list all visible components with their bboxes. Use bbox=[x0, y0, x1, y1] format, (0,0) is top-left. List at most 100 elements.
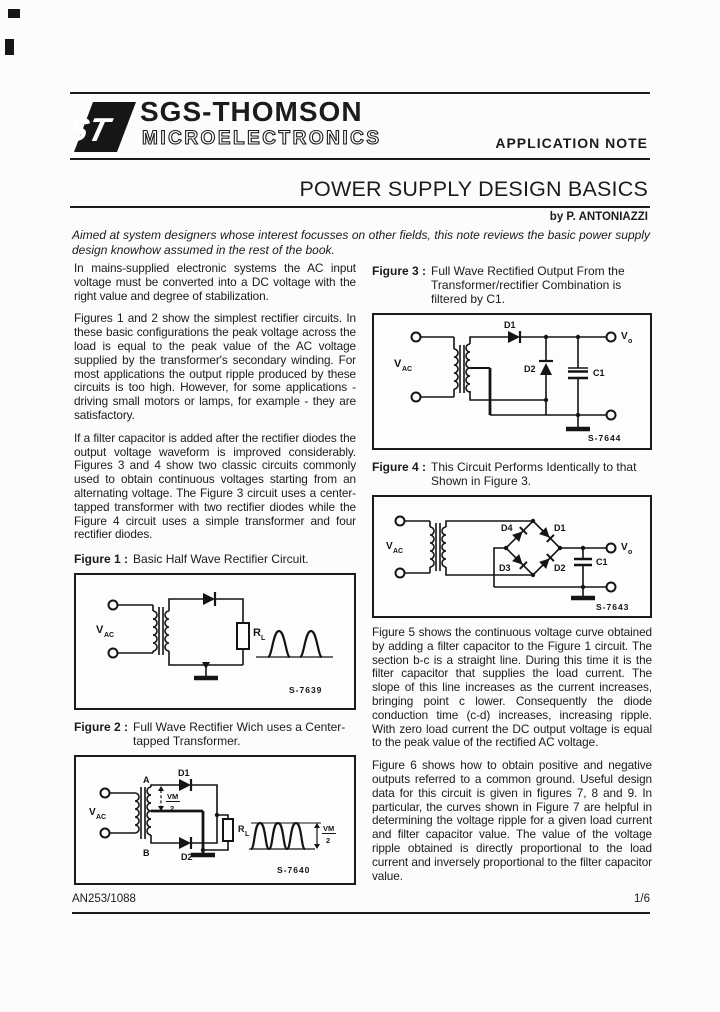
vac-sub-label: AC bbox=[104, 632, 114, 639]
figure-ref-label: S-7639 bbox=[289, 685, 322, 695]
title-rule bbox=[70, 206, 650, 208]
transformer-secondary-coil bbox=[164, 610, 170, 652]
arrowhead bbox=[158, 806, 164, 812]
arrowhead bbox=[158, 786, 164, 792]
junction-dot bbox=[543, 334, 549, 340]
node-a-label: A bbox=[143, 775, 150, 785]
paragraph: Figure 6 shows how to obtain positive an… bbox=[372, 758, 652, 883]
figure3-circuit-diagram: V AC D1 D2 C1 V o S-7644 bbox=[394, 320, 632, 443]
junction-dot bbox=[543, 397, 549, 403]
transformer-primary-coil bbox=[134, 792, 140, 834]
figure-ref-label: S-7644 bbox=[588, 433, 621, 443]
application-note-label: APPLICATION NOTE bbox=[495, 135, 648, 151]
doc-number: AN253/1088 bbox=[72, 893, 136, 905]
paragraph: If a filter capacitor is added after the… bbox=[74, 430, 356, 542]
vac-label: V bbox=[96, 624, 104, 636]
vac-sub-label: AC bbox=[402, 366, 412, 373]
arrowhead bbox=[314, 844, 320, 850]
figure-ref-label: S-7643 bbox=[596, 602, 629, 612]
node-b-label: B bbox=[143, 848, 150, 858]
brand-name: SGS-THOMSON bbox=[140, 96, 363, 127]
terminal-icon bbox=[605, 331, 617, 343]
junction-dot bbox=[557, 545, 563, 551]
byline: by P. ANTONIAZZI bbox=[549, 211, 648, 223]
transformer-secondary-coil bbox=[146, 786, 152, 836]
terminal-icon bbox=[99, 827, 111, 839]
resistor-icon bbox=[222, 818, 234, 843]
figure3-caption-label: Figure 3 : bbox=[372, 264, 427, 278]
vac-label: V bbox=[89, 807, 96, 818]
figure1-caption-text: Basic Half Wave Rectifier Circuit. bbox=[133, 552, 309, 567]
figure3-box: V AC D1 D2 C1 V o S-7644 bbox=[372, 313, 652, 450]
rl-label: R bbox=[238, 824, 245, 834]
left-column: In mains-supplied electronic systems the… bbox=[74, 261, 356, 887]
figure2-circuit-diagram: V AC A B D1 D2 VM 2 R L VM 2 S-7640 bbox=[89, 768, 336, 875]
vac-label: V bbox=[394, 358, 402, 370]
waveform-halfwave bbox=[266, 630, 324, 659]
terminal-icon bbox=[107, 599, 119, 611]
diode-icon bbox=[179, 837, 191, 850]
paragraph: In mains-supplied electronic systems the… bbox=[74, 261, 356, 303]
terminal-icon bbox=[394, 515, 406, 527]
transformer-core bbox=[140, 787, 146, 840]
vo-label: V bbox=[621, 542, 628, 553]
figure1-circuit-diagram: V AC R L S-7639 bbox=[96, 592, 333, 695]
scan-artifact-mark bbox=[5, 39, 14, 55]
d2-label: D2 bbox=[554, 563, 566, 573]
diode-icon bbox=[203, 593, 215, 606]
figure2-caption-text: Full Wave Rectifier Wich uses a Center-t… bbox=[133, 720, 346, 749]
vo-sub-label: o bbox=[628, 338, 632, 345]
terminal-icon bbox=[605, 542, 617, 554]
c1-label: C1 bbox=[593, 368, 605, 378]
right-column: Figure 3 : Full Wave Rectified Output Fr… bbox=[372, 262, 652, 892]
st-logo-icon: ST bbox=[74, 102, 136, 152]
d3-label: D3 bbox=[499, 563, 511, 573]
transformer-core bbox=[459, 345, 465, 393]
vac-label: V bbox=[386, 541, 393, 552]
diode-icon bbox=[512, 531, 523, 542]
diode-icon bbox=[540, 363, 552, 375]
transformer-primary-coil bbox=[453, 348, 459, 390]
figure4-caption-text: This Circuit Performs Identically to tha… bbox=[431, 460, 637, 488]
terminal-icon bbox=[410, 391, 422, 403]
arrowhead bbox=[314, 823, 320, 829]
junction-arrow bbox=[202, 662, 210, 670]
junction-dot bbox=[580, 545, 586, 551]
junction-dot bbox=[575, 334, 581, 340]
rl-sub-label: L bbox=[261, 635, 266, 642]
vac-sub-label: AC bbox=[96, 814, 106, 821]
figure3-caption: Figure 3 : Full Wave Rectified Output Fr… bbox=[372, 264, 652, 306]
vm-den-label: 2 bbox=[170, 804, 174, 813]
vac-sub-label: AC bbox=[393, 548, 403, 555]
d1-label: D1 bbox=[178, 768, 190, 778]
junction-dot bbox=[575, 412, 581, 418]
figure2-caption-label: Figure 2 : bbox=[74, 720, 129, 735]
resistor-icon bbox=[236, 622, 250, 651]
transformer-core bbox=[435, 523, 441, 571]
diode-icon bbox=[508, 331, 520, 343]
terminal-icon bbox=[605, 409, 617, 421]
c1-label: C1 bbox=[596, 557, 608, 567]
header-rule-top bbox=[70, 92, 650, 94]
d2-label: D2 bbox=[524, 364, 536, 374]
vo-label: V bbox=[621, 331, 628, 342]
header-rule-bottom bbox=[70, 158, 650, 160]
junction-dot bbox=[530, 518, 536, 524]
d2-label: D2 bbox=[181, 852, 193, 862]
diode-icon bbox=[512, 554, 523, 565]
page-title: POWER SUPPLY DESIGN BASICS bbox=[299, 177, 648, 201]
diode-icon bbox=[539, 527, 550, 538]
junction-dot bbox=[580, 584, 586, 590]
d4-label: D4 bbox=[501, 523, 513, 533]
terminal-icon bbox=[394, 567, 406, 579]
paragraph: Figures 1 and 2 show the simplest rectif… bbox=[74, 311, 356, 422]
bridge-diamond bbox=[504, 519, 562, 577]
terminal-icon bbox=[99, 787, 111, 799]
figure2-caption: Figure 2 : Full Wave Rectifier Wich uses… bbox=[74, 720, 356, 748]
scan-artifact-mark bbox=[8, 9, 20, 18]
transformer-primary-coil bbox=[152, 610, 158, 652]
transformer-primary-coil bbox=[429, 526, 435, 568]
wave-vm-label: VM bbox=[323, 824, 334, 833]
terminal-icon bbox=[107, 647, 119, 659]
transformer-secondary-coil bbox=[465, 343, 471, 393]
